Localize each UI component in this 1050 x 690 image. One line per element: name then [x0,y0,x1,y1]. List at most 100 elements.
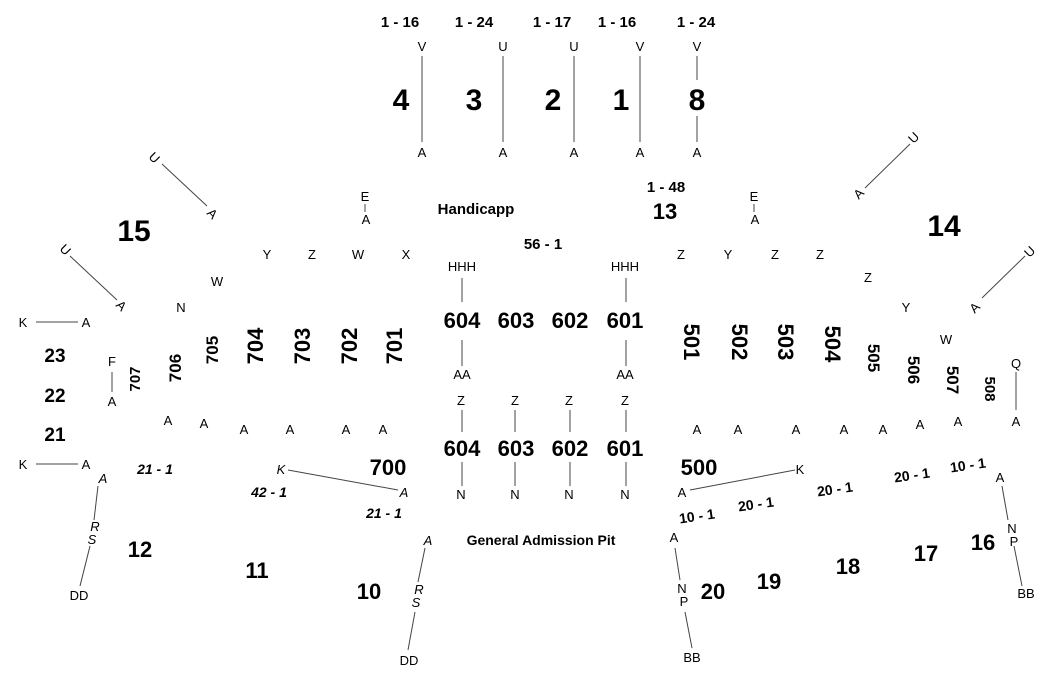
section-8: 8 [689,84,706,117]
section-12: 12 [128,537,152,562]
section-601-upper: 601 [607,308,644,333]
row-letter: E [361,189,370,204]
row-lines [36,56,1026,651]
row-letter: Z [677,247,685,262]
range-label-13: 1 - 48 [647,179,685,196]
section-3: 3 [466,84,483,117]
row-letter: A [840,422,849,437]
section-4: 4 [393,84,410,117]
row-letter: A [82,457,91,472]
right-500s: 501 502 503 504 505 506 507 508 [679,324,998,402]
row-letter: A [362,212,371,227]
section-19: 19 [757,569,781,594]
row-letter: A [204,205,221,222]
row-letter: Z [816,247,824,262]
row-letter: E [750,189,759,204]
row-letter: A [286,422,295,437]
row-line [981,255,1026,299]
section-507: 507 [943,366,962,394]
row-letter: F [108,354,116,369]
row-line [69,255,118,301]
row-letter: A [966,299,983,316]
row-letter: A [792,422,801,437]
top-row-end: A A A A A [418,145,702,160]
section-23: 23 [44,346,65,367]
row-letter: A [108,394,117,409]
section-10: 10 [357,579,381,604]
row-letter: N [176,300,185,315]
section-14: 14 [927,210,961,243]
section-601-lower: 601 [607,436,644,461]
row-letter: K [796,462,805,477]
row-line [79,545,91,587]
general-admission-label: General Admission Pit [467,532,616,548]
section-700: 700 [370,455,407,480]
row-line [684,611,693,649]
row-letter: U [57,241,74,258]
row-letter: Q [1011,356,1021,371]
section-2: 2 [545,84,562,117]
section-501: 501 [679,324,704,361]
section-701: 701 [382,328,407,365]
row-letter: P [1010,534,1019,549]
section-602-upper: 602 [552,308,589,333]
row-line [1013,545,1023,587]
row-letter: A [678,485,687,500]
row-letter: AA [616,367,634,382]
range-label-2: 1 - 17 [533,14,571,31]
row-letter: X [402,247,411,262]
row-letter: A [570,145,579,160]
row-letter: Y [902,300,911,315]
row-letter: K [277,462,287,477]
row-letter: V [418,39,427,54]
row-letter: U [146,149,163,166]
row-letter: A [113,297,130,314]
range-label-20: 20 - 1 [816,479,854,500]
row-letter: Z [621,393,629,408]
range-label-20: 20 - 1 [893,465,931,486]
row-letter: Z [771,247,779,262]
range-label-4: 1 - 16 [381,14,419,31]
row-letter: N [456,487,465,502]
section-503: 503 [773,324,798,361]
row-letter: U [569,39,578,54]
row-letter: A [693,145,702,160]
row-letter: K [19,457,28,472]
row-letter: W [211,274,224,289]
row-letter: P [680,594,689,609]
section-18: 18 [836,554,860,579]
range-label-21: 21 - 1 [136,461,173,477]
row-letter: A [879,422,888,437]
row-letter: V [693,39,702,54]
row-letter: N [620,487,629,502]
row-letter: DD [70,588,89,603]
range-label-3: 1 - 24 [455,14,494,31]
row-letter: AA [453,367,471,382]
range-label-1: 1 - 16 [598,14,636,31]
row-letter: A [399,485,409,500]
row-letter: Z [565,393,573,408]
row-letter: N [564,487,573,502]
row-letter: Z [511,393,519,408]
row-letter: K [19,315,28,330]
section-21: 21 [44,425,66,446]
row-letter: Y [263,247,272,262]
row-letter: A [954,414,963,429]
row-line [864,143,911,189]
right-a-row: A A A A A A A [693,414,963,437]
row-letter: Y [724,247,733,262]
row-line [1001,485,1009,521]
section-22: 22 [44,386,65,407]
row-letter: V [636,39,645,54]
section-13: 13 [653,199,677,224]
section-706: 706 [166,354,185,382]
row-line [417,547,426,583]
row-letter: S [88,532,97,547]
row-letter: R [90,519,99,534]
top-row-start: V U U V V [418,39,702,54]
row-line [674,547,681,581]
section-505: 505 [864,344,883,372]
left-700s: 707 706 705 704 703 702 701 [127,327,407,392]
section-707: 707 [127,366,144,391]
row-letter: A [996,470,1005,485]
